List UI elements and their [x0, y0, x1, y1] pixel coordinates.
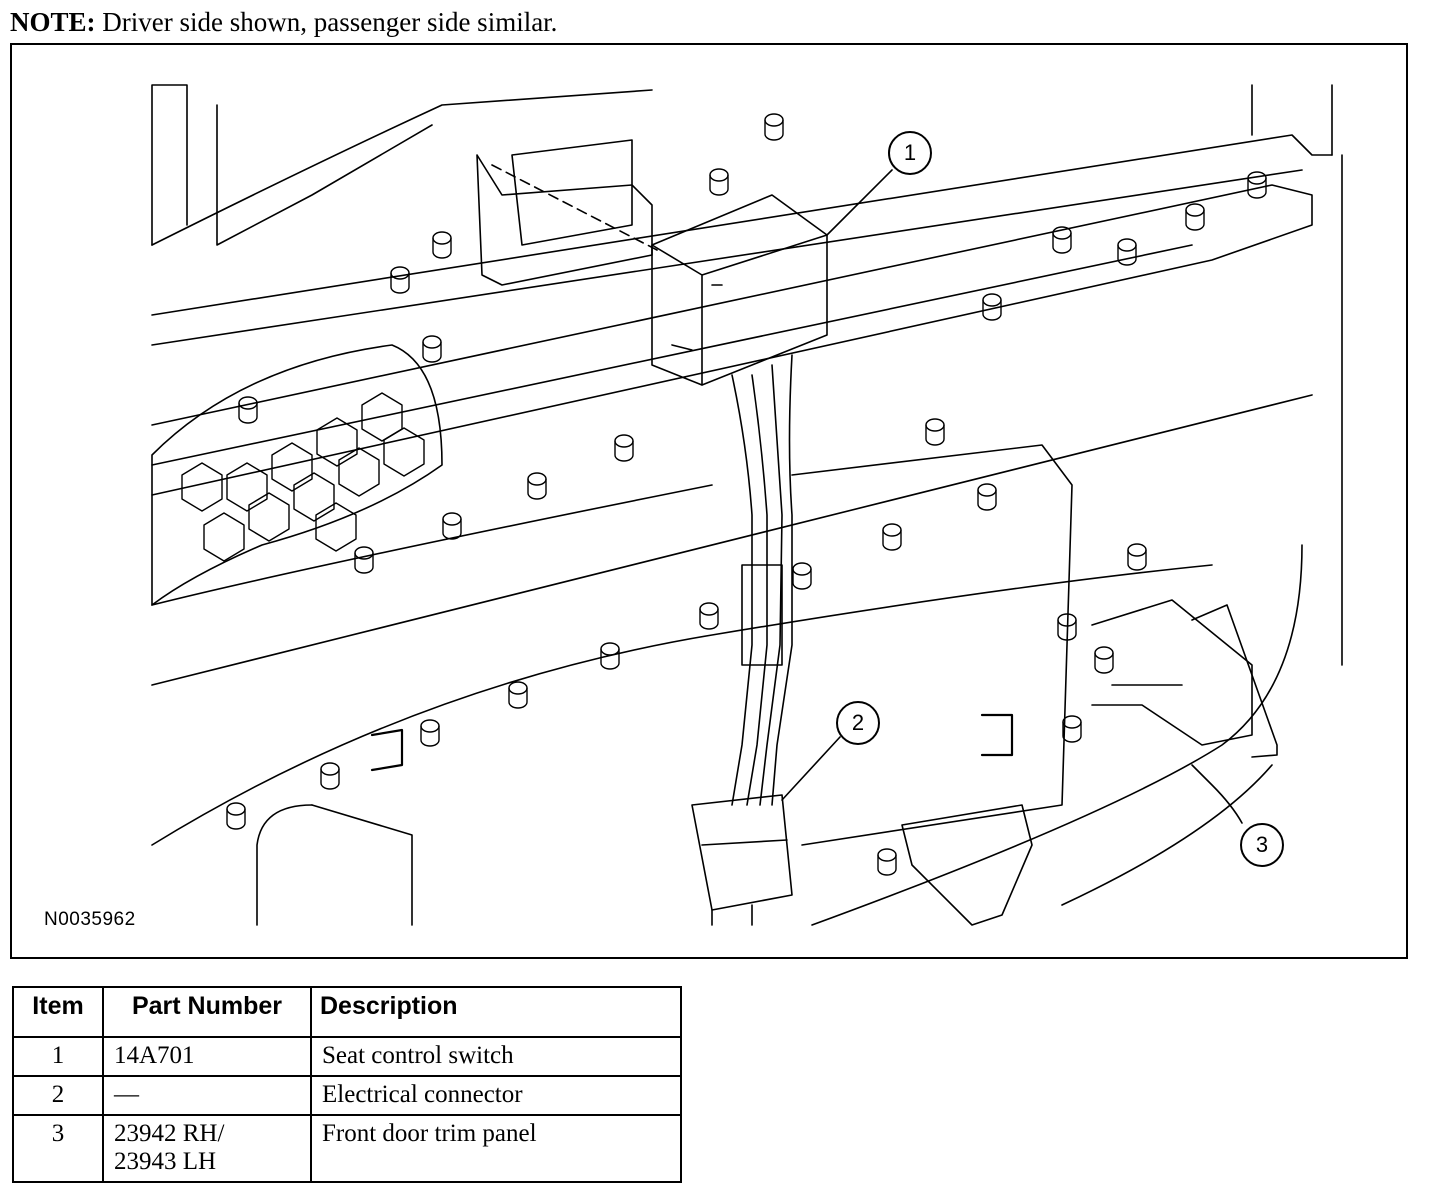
callout-3: 3 [1240, 823, 1284, 867]
cell-item: 1 [12, 1036, 104, 1077]
cell-part-number: 23942 RH/ 23943 LH [102, 1113, 312, 1183]
figure-id: N0035962 [44, 909, 136, 930]
table-row: 1 14A701 Seat control switch [12, 1036, 682, 1077]
cell-item: 2 [12, 1074, 104, 1116]
header-part-number: Part Number [102, 986, 312, 1038]
callout-2: 2 [836, 701, 880, 745]
table-row: 2 — Electrical connector [12, 1074, 682, 1116]
cell-description: Front door trim panel [310, 1113, 682, 1183]
header-description: Description [310, 986, 682, 1038]
cell-part-number: — [102, 1074, 312, 1116]
door-panel-illustration [151, 84, 1343, 926]
part-number-line-2: 23943 LH [114, 1148, 217, 1176]
cell-item: 3 [12, 1113, 104, 1183]
callout-1: 1 [888, 131, 932, 175]
cell-description: Electrical connector [310, 1074, 682, 1116]
note-label: NOTE: [10, 7, 96, 37]
part-number-line-1: 23942 RH/ [114, 1119, 225, 1147]
parts-table: Item Part Number Description 1 14A701 Se… [12, 986, 682, 1183]
table-row: 3 23942 RH/ 23943 LH Front door trim pan… [12, 1113, 682, 1183]
parts-table-header: Item Part Number Description [12, 986, 682, 1038]
cell-part-number: 14A701 [102, 1036, 312, 1077]
header-item: Item [12, 986, 104, 1038]
note-text: Driver side shown, passenger side simila… [102, 7, 558, 37]
cell-description: Seat control switch [310, 1036, 682, 1077]
note: NOTE: Driver side shown, passenger side … [10, 6, 557, 38]
exploded-view-figure: 1 2 3 N0035962 [10, 43, 1408, 959]
